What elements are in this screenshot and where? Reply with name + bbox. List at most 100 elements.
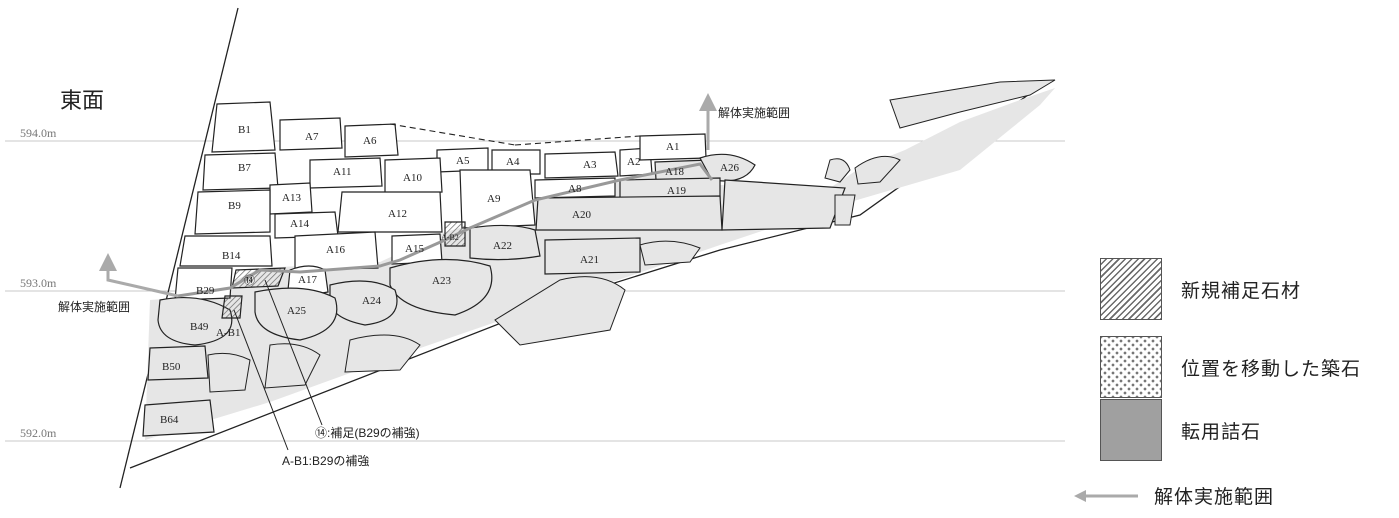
stone-a11	[309, 157, 383, 189]
stone-label: A23	[432, 275, 451, 287]
stone-label: A25	[287, 305, 306, 317]
range-label-left: 解体実施範囲	[58, 299, 130, 314]
stone-label: A22	[493, 240, 512, 252]
stone-a16	[294, 231, 379, 271]
stone-label: A21	[580, 254, 599, 266]
stone-label: B64	[160, 414, 179, 426]
left-arrow-icon	[1074, 489, 1138, 502]
stone-label: A3	[583, 159, 597, 171]
stone-a12	[337, 191, 443, 233]
stone-b14	[179, 235, 273, 267]
stone-a20	[535, 195, 723, 231]
stone-label: A2	[627, 156, 640, 168]
stone-label: A12	[388, 208, 407, 220]
gray-swatch-icon	[1100, 399, 1162, 461]
stone-label: A13	[282, 192, 301, 204]
stone-label: A15	[405, 243, 424, 255]
top-dashed-line	[389, 123, 516, 146]
stone-label: A11	[333, 166, 352, 178]
stone-a3	[544, 151, 619, 179]
stone-label: B1	[238, 124, 251, 136]
stone-filler	[494, 276, 626, 346]
stone-label: A18	[665, 166, 684, 178]
stone-filler	[264, 343, 321, 389]
stone-label: A4	[506, 156, 520, 168]
stone-label: A10	[403, 172, 422, 184]
top-dashed-line	[514, 135, 641, 146]
stone-a7	[279, 117, 343, 151]
legend-label-moved-stone: 位置を移動した築石	[1181, 357, 1362, 380]
stone-label: B9	[228, 200, 241, 212]
stone-a10	[384, 157, 443, 195]
legend-item-moved-stone: 位置を移動した築石	[1100, 335, 1361, 399]
legend-label-reused-stone: 転用詰石	[1181, 420, 1262, 443]
stone-label: A16	[326, 244, 345, 256]
stone-filler	[207, 352, 251, 393]
stone-label: ⑭	[244, 274, 255, 287]
stone-a9	[459, 169, 536, 229]
stone-a25	[254, 287, 338, 341]
elev-label-594: 594.0m	[20, 126, 57, 140]
stone-label: A1	[666, 141, 679, 153]
stone-b1	[211, 101, 276, 153]
stone-a26	[699, 153, 756, 182]
stone-a6	[344, 123, 399, 158]
reused-stone-right	[889, 79, 1056, 129]
hatch-swatch-icon	[1100, 258, 1162, 320]
legend-label-range: 解体実施範囲	[1154, 486, 1275, 508]
legend-item-reused-stone: 転用詰石	[1100, 398, 1261, 462]
note-hosoku: ⑭:補足(B29の補強)	[315, 426, 420, 440]
wall-left-edge	[119, 7, 239, 489]
stone-label: A19	[667, 185, 686, 197]
stone-label: B50	[162, 361, 181, 373]
leader-ab1	[233, 309, 289, 451]
stone-b50	[147, 345, 209, 381]
stone-label: A-B2	[441, 233, 459, 242]
stone-label: A26	[720, 162, 739, 174]
stone-label: A6	[363, 135, 377, 147]
stone-label: A9	[487, 193, 501, 205]
stone-b64	[142, 399, 215, 437]
diagram-title: 東面	[60, 89, 104, 114]
legend-item-range: 解体実施範囲	[1072, 482, 1274, 509]
stone-label: A14	[290, 218, 309, 230]
legend-label-new-stone: 新規補足石材	[1181, 279, 1302, 302]
elev-label-593: 593.0m	[20, 276, 57, 290]
stone-label: B14	[222, 250, 241, 262]
stone-filler	[344, 334, 421, 373]
stone-label: B29	[196, 285, 215, 297]
stone-filler	[854, 155, 901, 185]
stone-label: A8	[568, 183, 582, 195]
stone-a23	[389, 258, 493, 316]
stone-label: A-B1	[216, 327, 240, 339]
leader-hosoku	[264, 279, 323, 426]
stone-filler	[639, 240, 701, 266]
stone-b9	[194, 189, 271, 235]
stone-label: A24	[362, 295, 381, 307]
elev-label-592: 592.0m	[20, 426, 57, 440]
dismantle-boundary	[177, 162, 714, 298]
stone-label: B49	[190, 321, 209, 333]
stone-a4	[491, 149, 541, 175]
stone-right-block	[721, 179, 846, 231]
range-label-upper: 解体実施範囲	[718, 105, 790, 120]
stone-label: A17	[298, 274, 317, 286]
stone-label: A7	[305, 131, 319, 143]
range-arrow-left	[99, 253, 179, 298]
stone-n14	[231, 267, 286, 289]
stone-label: A5	[456, 155, 470, 167]
stone-b49	[157, 296, 233, 346]
stone-filler	[834, 194, 856, 226]
stone-a21	[544, 237, 641, 275]
stone-a22	[469, 224, 541, 261]
note-ab1: A-B1:B29の補強	[282, 454, 369, 468]
legend-item-new-stone: 新規補足石材	[1100, 257, 1301, 321]
legend: 新規補足石材 位置を移動した築石 転用詰石 解体実施範囲	[1074, 257, 1399, 518]
stone-ab1	[221, 295, 243, 319]
stone-a8	[534, 177, 616, 199]
stone-label: B7	[238, 162, 251, 174]
dotted-swatch-icon	[1100, 336, 1162, 398]
stone-filler	[824, 158, 851, 183]
stone-label: A20	[572, 209, 591, 221]
